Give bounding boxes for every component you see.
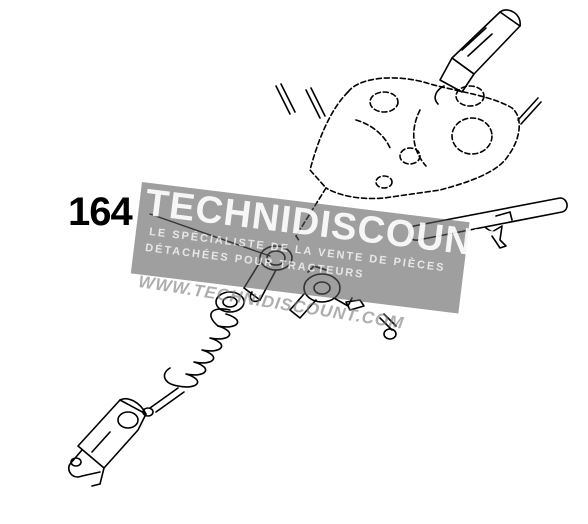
callout-label-164: 164 [68,190,133,234]
actuator-body [67,398,147,487]
coil-spring [163,308,239,388]
upper-shaft [434,9,521,105]
washer [215,291,245,313]
dowel-pins [275,83,542,125]
push-rod [142,387,185,417]
bolt [379,313,397,340]
